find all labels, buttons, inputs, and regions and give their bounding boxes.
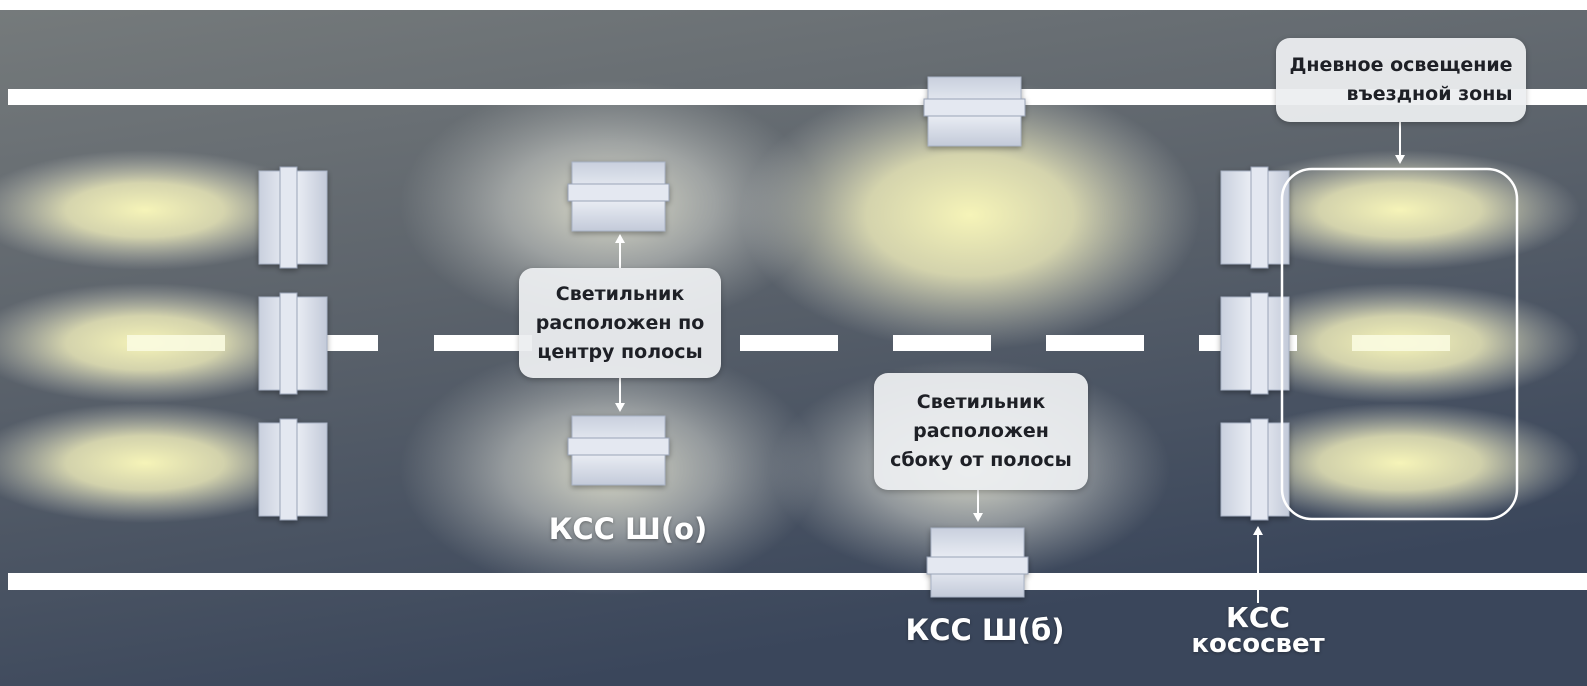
fixture-vertical [1220, 292, 1290, 395]
label-side-fixture: Светильник расположен сбоку от полосы [874, 373, 1088, 490]
arrow-daytime-down-head [1395, 155, 1405, 164]
lane-dash [127, 335, 225, 351]
label-center-line2: расположен по [535, 311, 705, 334]
label-kss-kosovet: КСС кососвет [1180, 604, 1336, 658]
fixture-vertical [1220, 418, 1290, 521]
fixture-vertical [258, 166, 328, 269]
arrow-center-down-head [615, 403, 625, 412]
glow-side-top [740, 80, 1200, 350]
top-edge-line [8, 89, 1587, 105]
glow-right-bottom [1220, 403, 1580, 523]
label-kss-kosovet-line2: кососвет [1191, 629, 1325, 659]
label-kss-o: КСС Ш(о) [548, 512, 708, 546]
lane-dash [1046, 335, 1144, 351]
label-center-line1: Светильник [555, 282, 685, 305]
label-kss-b: КСС Ш(б) [905, 613, 1065, 647]
label-side-line1: Светильник [916, 391, 1046, 413]
lane-dash [893, 335, 991, 351]
arrow-side-down-head [973, 513, 983, 522]
arrows [615, 122, 1405, 603]
arrow-kosovet-up-head [1253, 526, 1263, 535]
lane-dash [434, 335, 532, 351]
top-margin [0, 0, 1587, 10]
glow-right-top [1220, 150, 1580, 270]
arrow-center-up-head [615, 234, 625, 243]
label-daytime-line2: въездной зоны [1346, 83, 1513, 105]
entrance-zone-outline [1280, 167, 1519, 521]
bottom-edge-line [8, 573, 1587, 590]
fixture-vertical [258, 418, 328, 521]
label-kss-kosovet-line1: КСС [1226, 601, 1290, 634]
fixture-horizontal [923, 76, 1026, 147]
label-center-line3: центру полосы [537, 340, 703, 363]
label-daytime-entrance-lighting: Дневное освещение въездной зоны [1276, 38, 1526, 122]
label-center-fixture: Светильник расположен по центру полосы [519, 268, 721, 378]
glow-left-top [0, 150, 320, 270]
fixture-vertical [1220, 166, 1290, 269]
lane-dash [740, 335, 838, 351]
label-side-line3: сбоку от полосы [890, 449, 1072, 471]
fixture-vertical [258, 292, 328, 395]
fixture-horizontal [567, 161, 670, 232]
label-side-line2: расположен [913, 420, 1049, 442]
fixture-horizontal [567, 415, 670, 486]
lane-dash [1352, 335, 1450, 351]
fixture-horizontal [926, 527, 1029, 598]
glow-left-bottom [0, 403, 320, 523]
label-daytime-line1: Дневное освещение [1289, 54, 1513, 76]
